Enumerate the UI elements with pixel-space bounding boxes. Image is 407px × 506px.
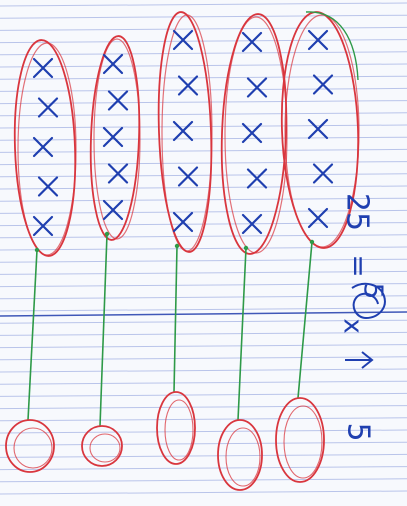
connector-dot [310,240,314,244]
product-text: 25 [340,193,375,231]
factor-b-text: 5 [341,422,376,441]
equals-text: = [342,254,375,277]
times-text: x [338,318,368,333]
connector-dot [105,232,109,236]
connector-dot [244,246,248,250]
connector-dot [35,248,39,252]
connector-dot [175,244,179,248]
